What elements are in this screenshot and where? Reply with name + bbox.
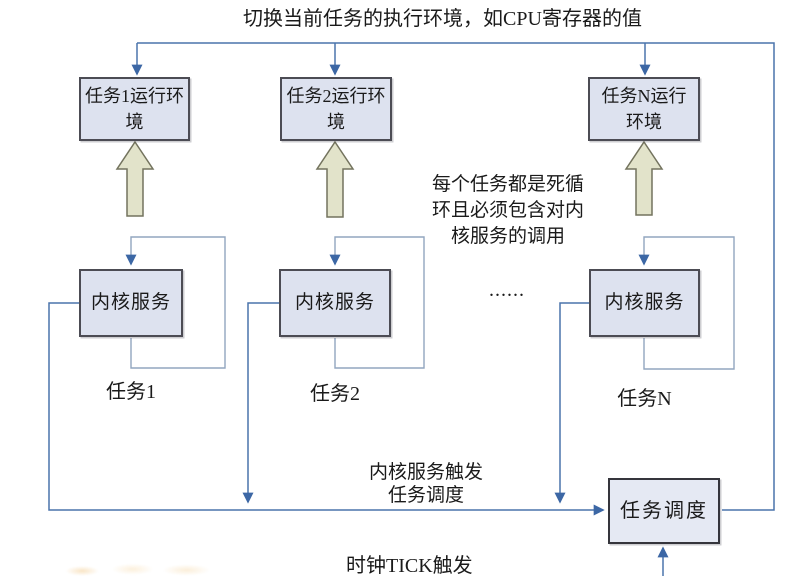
- kernel2-loop-line: [329, 236, 425, 369]
- note-line: 每个任务都是死循: [431, 174, 584, 195]
- clock-tick-note: 时钟TICK触发: [346, 555, 473, 576]
- box-label: 内核服务: [90, 292, 171, 313]
- scheduler-trigger-note: 内核服务触发 任务调度: [346, 461, 506, 507]
- context-switch-note: 切换当前任务的执行环境，如CPU寄存器的值: [243, 8, 642, 30]
- task-scheduler-box: 任务调度: [608, 478, 720, 544]
- box-label: 内核服务: [604, 292, 685, 313]
- note-line: 内核服务触发: [368, 462, 483, 483]
- box-label-line: 境: [327, 112, 345, 132]
- kernel-service-box-1: 内核服务: [79, 269, 183, 337]
- note-line: 任务调度: [387, 485, 464, 506]
- block-arrow-up-icon: [624, 140, 664, 216]
- box-label-line: 任务2运行环: [286, 86, 386, 106]
- box-label: 任务调度: [620, 500, 708, 522]
- kernelN-to-bus-arrow: [554, 302, 589, 504]
- task2-env-box: 任务2运行环 境: [280, 77, 392, 141]
- block-arrow-up-icon: [315, 140, 355, 218]
- block-arrow-up-icon: [115, 140, 155, 217]
- kernel1-to-scheduler-line: [48, 302, 605, 516]
- note-line: 环且必须包含对内: [431, 200, 584, 221]
- infinite-loop-note: 每个任务都是死循 环且必须包含对内 核服务的调用: [418, 172, 598, 250]
- kernelN-loop-line: [638, 236, 735, 370]
- kernel1-loop-line: [125, 236, 226, 369]
- taskN-label: 任务N: [617, 388, 672, 410]
- ellipsis-label: ......: [489, 279, 525, 301]
- box-label: 内核服务: [294, 292, 375, 313]
- box-label-line: 境: [125, 112, 144, 132]
- task1-label: 任务1: [106, 381, 156, 403]
- kernel-service-box-N: 内核服务: [589, 269, 700, 337]
- kernel-service-box-2: 内核服务: [279, 269, 391, 337]
- box-label-line: 任务1运行环: [85, 86, 184, 106]
- scheduler-feedback-line: [137, 42, 775, 511]
- task2-label: 任务2: [310, 383, 360, 405]
- box-label-line: 任务N运行: [601, 86, 687, 106]
- taskN-env-box: 任务N运行 环境: [588, 77, 700, 141]
- kernel2-to-bus-arrow: [242, 302, 279, 504]
- watermark: [52, 559, 220, 576]
- task1-env-box: 任务1运行环 境: [79, 77, 190, 141]
- box-label-line: 环境: [626, 112, 662, 132]
- note-line: 核服务的调用: [450, 226, 565, 247]
